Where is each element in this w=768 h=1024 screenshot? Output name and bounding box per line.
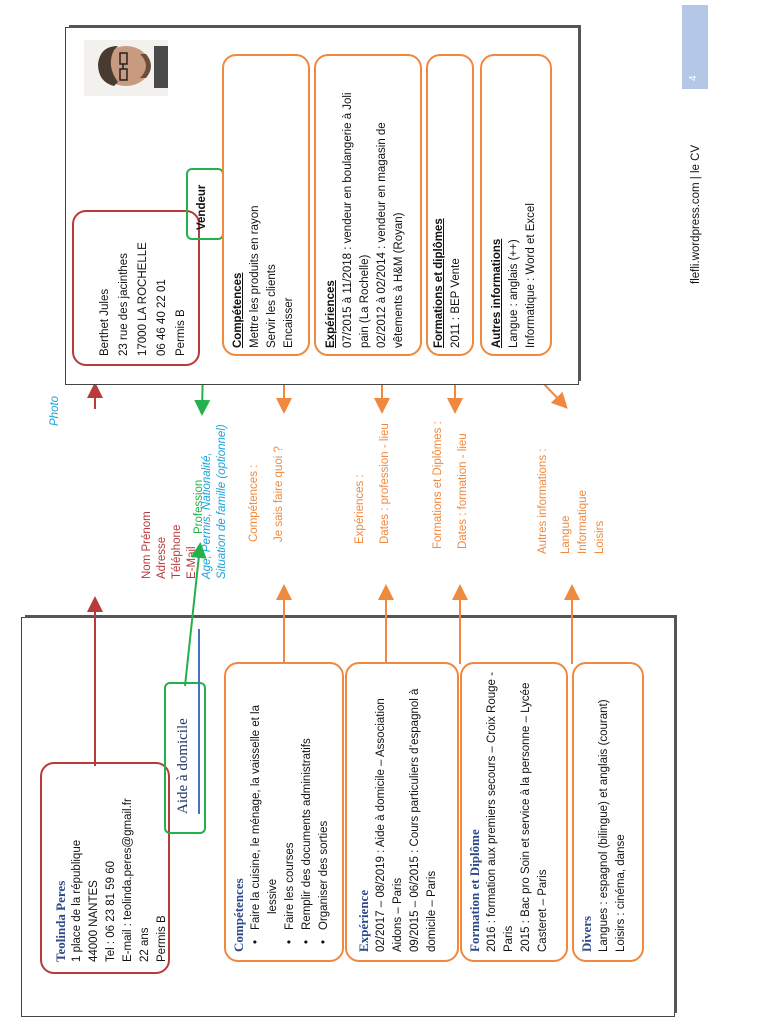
profession-title-right: Vendeur <box>196 184 208 230</box>
experience-line-right: 07/2015 à 11/2018 : vendeur en boulanger… <box>342 92 354 348</box>
experience-line-right: pain (La Rochelle) <box>359 254 371 348</box>
formations-right: Formations et diplômes 2011 : BEP Vente <box>430 218 465 348</box>
identity-right: Berthet Jules 23 rue des jacinthes 17000… <box>96 242 191 356</box>
competences-title-right: Compétences <box>232 272 244 348</box>
autres-line-right: Informatique : Word et Excel <box>525 203 537 348</box>
licence-right: Permis B <box>175 309 187 356</box>
competence-item-right: Servir les clients <box>266 264 278 348</box>
competence-item-right: Encaisser <box>283 297 295 349</box>
experience-line-right: vêtements à H&M (Royan) <box>393 212 405 349</box>
profile-photo <box>84 40 168 96</box>
formations-title-right: Formations et diplômes <box>433 218 445 348</box>
autres-title-right: Autres informations <box>491 238 503 348</box>
competence-item-right: Mettre les produits en rayon <box>249 205 261 348</box>
competences-right: Compétences Mettre les produits en rayon… <box>229 205 298 348</box>
experience-line-right: 02/2012 à 02/2014 : vendeur en magasin d… <box>376 122 388 348</box>
candidate-name-right: Berthet Jules <box>99 288 111 356</box>
experiences-title-right: Expériences <box>325 280 337 348</box>
arrow-profession-left <box>184 542 207 687</box>
experiences-right: Expériences 07/2015 à 11/2018 : vendeur … <box>322 92 408 348</box>
address-right-2: 17000 LA ROCHELLE <box>137 242 149 356</box>
phone-right: 06 46 40 22 01 <box>156 279 168 356</box>
person-photo-icon <box>84 40 168 96</box>
address-right-1: 23 rue des jacinthes <box>118 253 130 356</box>
autres-line-right: Langue : anglais (++) <box>508 239 520 348</box>
formation-line-right: 2011 : BEP Vente <box>450 258 462 348</box>
autres-right: Autres informations Langue : anglais (++… <box>488 203 540 348</box>
